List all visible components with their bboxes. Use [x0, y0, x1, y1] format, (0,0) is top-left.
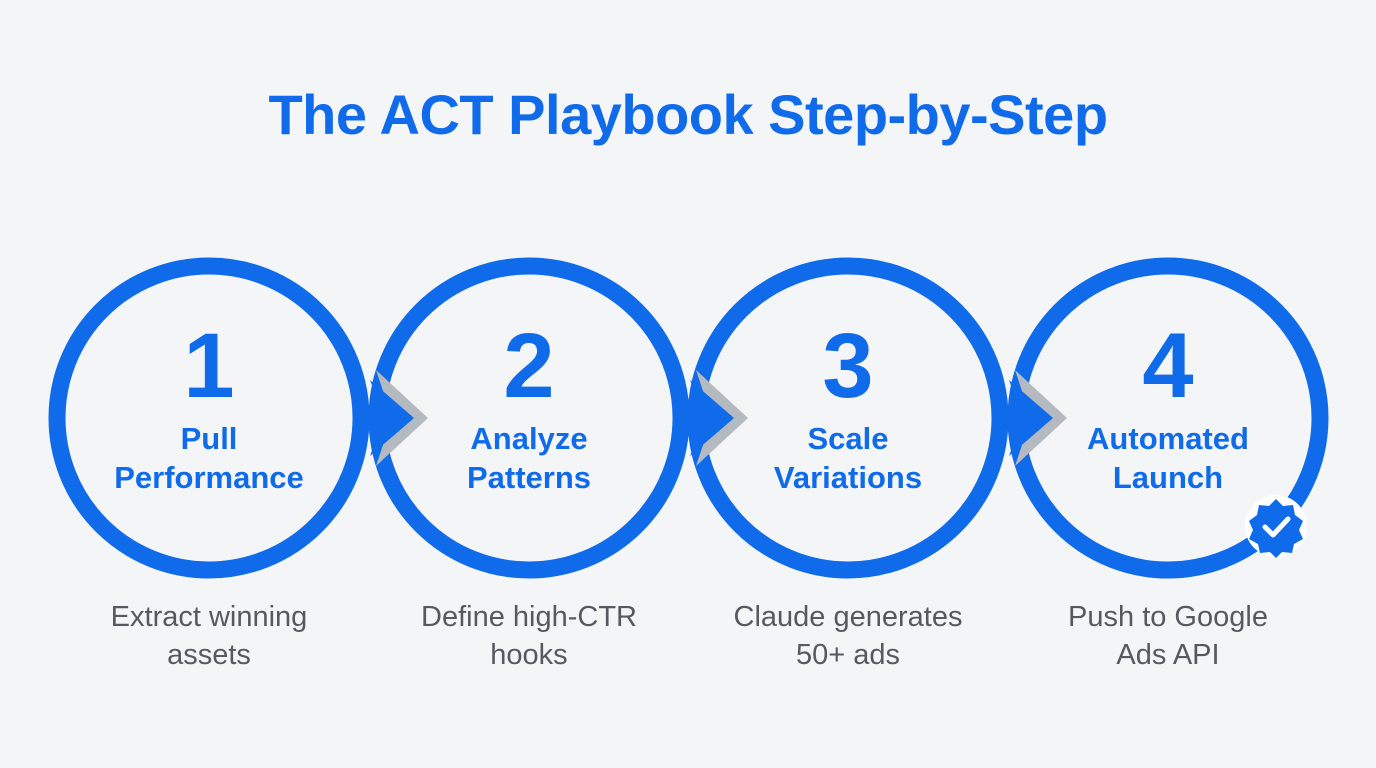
- step-number: 4: [1142, 315, 1194, 417]
- step-3-description: Claude generates 50+ ads: [688, 598, 1008, 674]
- step-2-description: Define high-CTR hooks: [369, 598, 689, 674]
- step-label-line: Patterns: [466, 460, 592, 495]
- step-number: 2: [503, 315, 555, 417]
- step-label-line: Launch: [1112, 460, 1224, 495]
- step-4-description: Push to Google Ads API: [1008, 598, 1328, 674]
- arrow-1-icon: [370, 370, 428, 466]
- arrow-3-icon: [1009, 370, 1067, 466]
- step-label-line: Variations: [773, 460, 923, 495]
- step-1-description: Extract winning assets: [49, 598, 369, 674]
- step-description-line: Ads API: [1116, 639, 1220, 671]
- step-label: Pull Performance: [59, 419, 359, 497]
- step-description-line: Push to Google: [1068, 601, 1268, 633]
- step-1-circle: [48, 257, 370, 579]
- step-3: 3 Scale Variations: [688, 258, 1008, 578]
- page-title: The ACT Playbook Step-by-Step: [268, 83, 1108, 146]
- step-number: 3: [822, 315, 874, 417]
- step-label-line: Pull: [180, 421, 238, 456]
- step-label-line: Analyze: [470, 421, 588, 456]
- step-description-line: 50+ ads: [795, 639, 900, 671]
- step-description-line: assets: [167, 639, 251, 671]
- step-label-line: Scale: [807, 421, 889, 456]
- step-2: 2 Analyze Patterns: [369, 258, 689, 578]
- step-label: Analyze Patterns: [379, 419, 679, 497]
- arrow-2-icon: [690, 370, 748, 466]
- step-label-line: Automated: [1087, 421, 1249, 456]
- step-label: Scale Variations: [698, 419, 998, 497]
- step-3-circle: [687, 257, 1009, 579]
- check-badge-icon: [1245, 495, 1307, 558]
- step-2-circle: [368, 257, 690, 579]
- step-description-line: hooks: [490, 639, 568, 671]
- step-label-line: Performance: [114, 460, 304, 495]
- step-1: 1 Pull Performance: [49, 258, 369, 578]
- step-4: 4 Automated Launch: [1008, 258, 1328, 578]
- step-description-line: Define high-CTR: [421, 601, 637, 633]
- step-label: Automated Launch: [1018, 419, 1318, 497]
- step-description-line: Extract winning: [110, 601, 308, 633]
- step-description-line: Claude generates: [733, 601, 963, 633]
- step-4-circle: [1007, 257, 1329, 579]
- step-number: 1: [183, 315, 235, 417]
